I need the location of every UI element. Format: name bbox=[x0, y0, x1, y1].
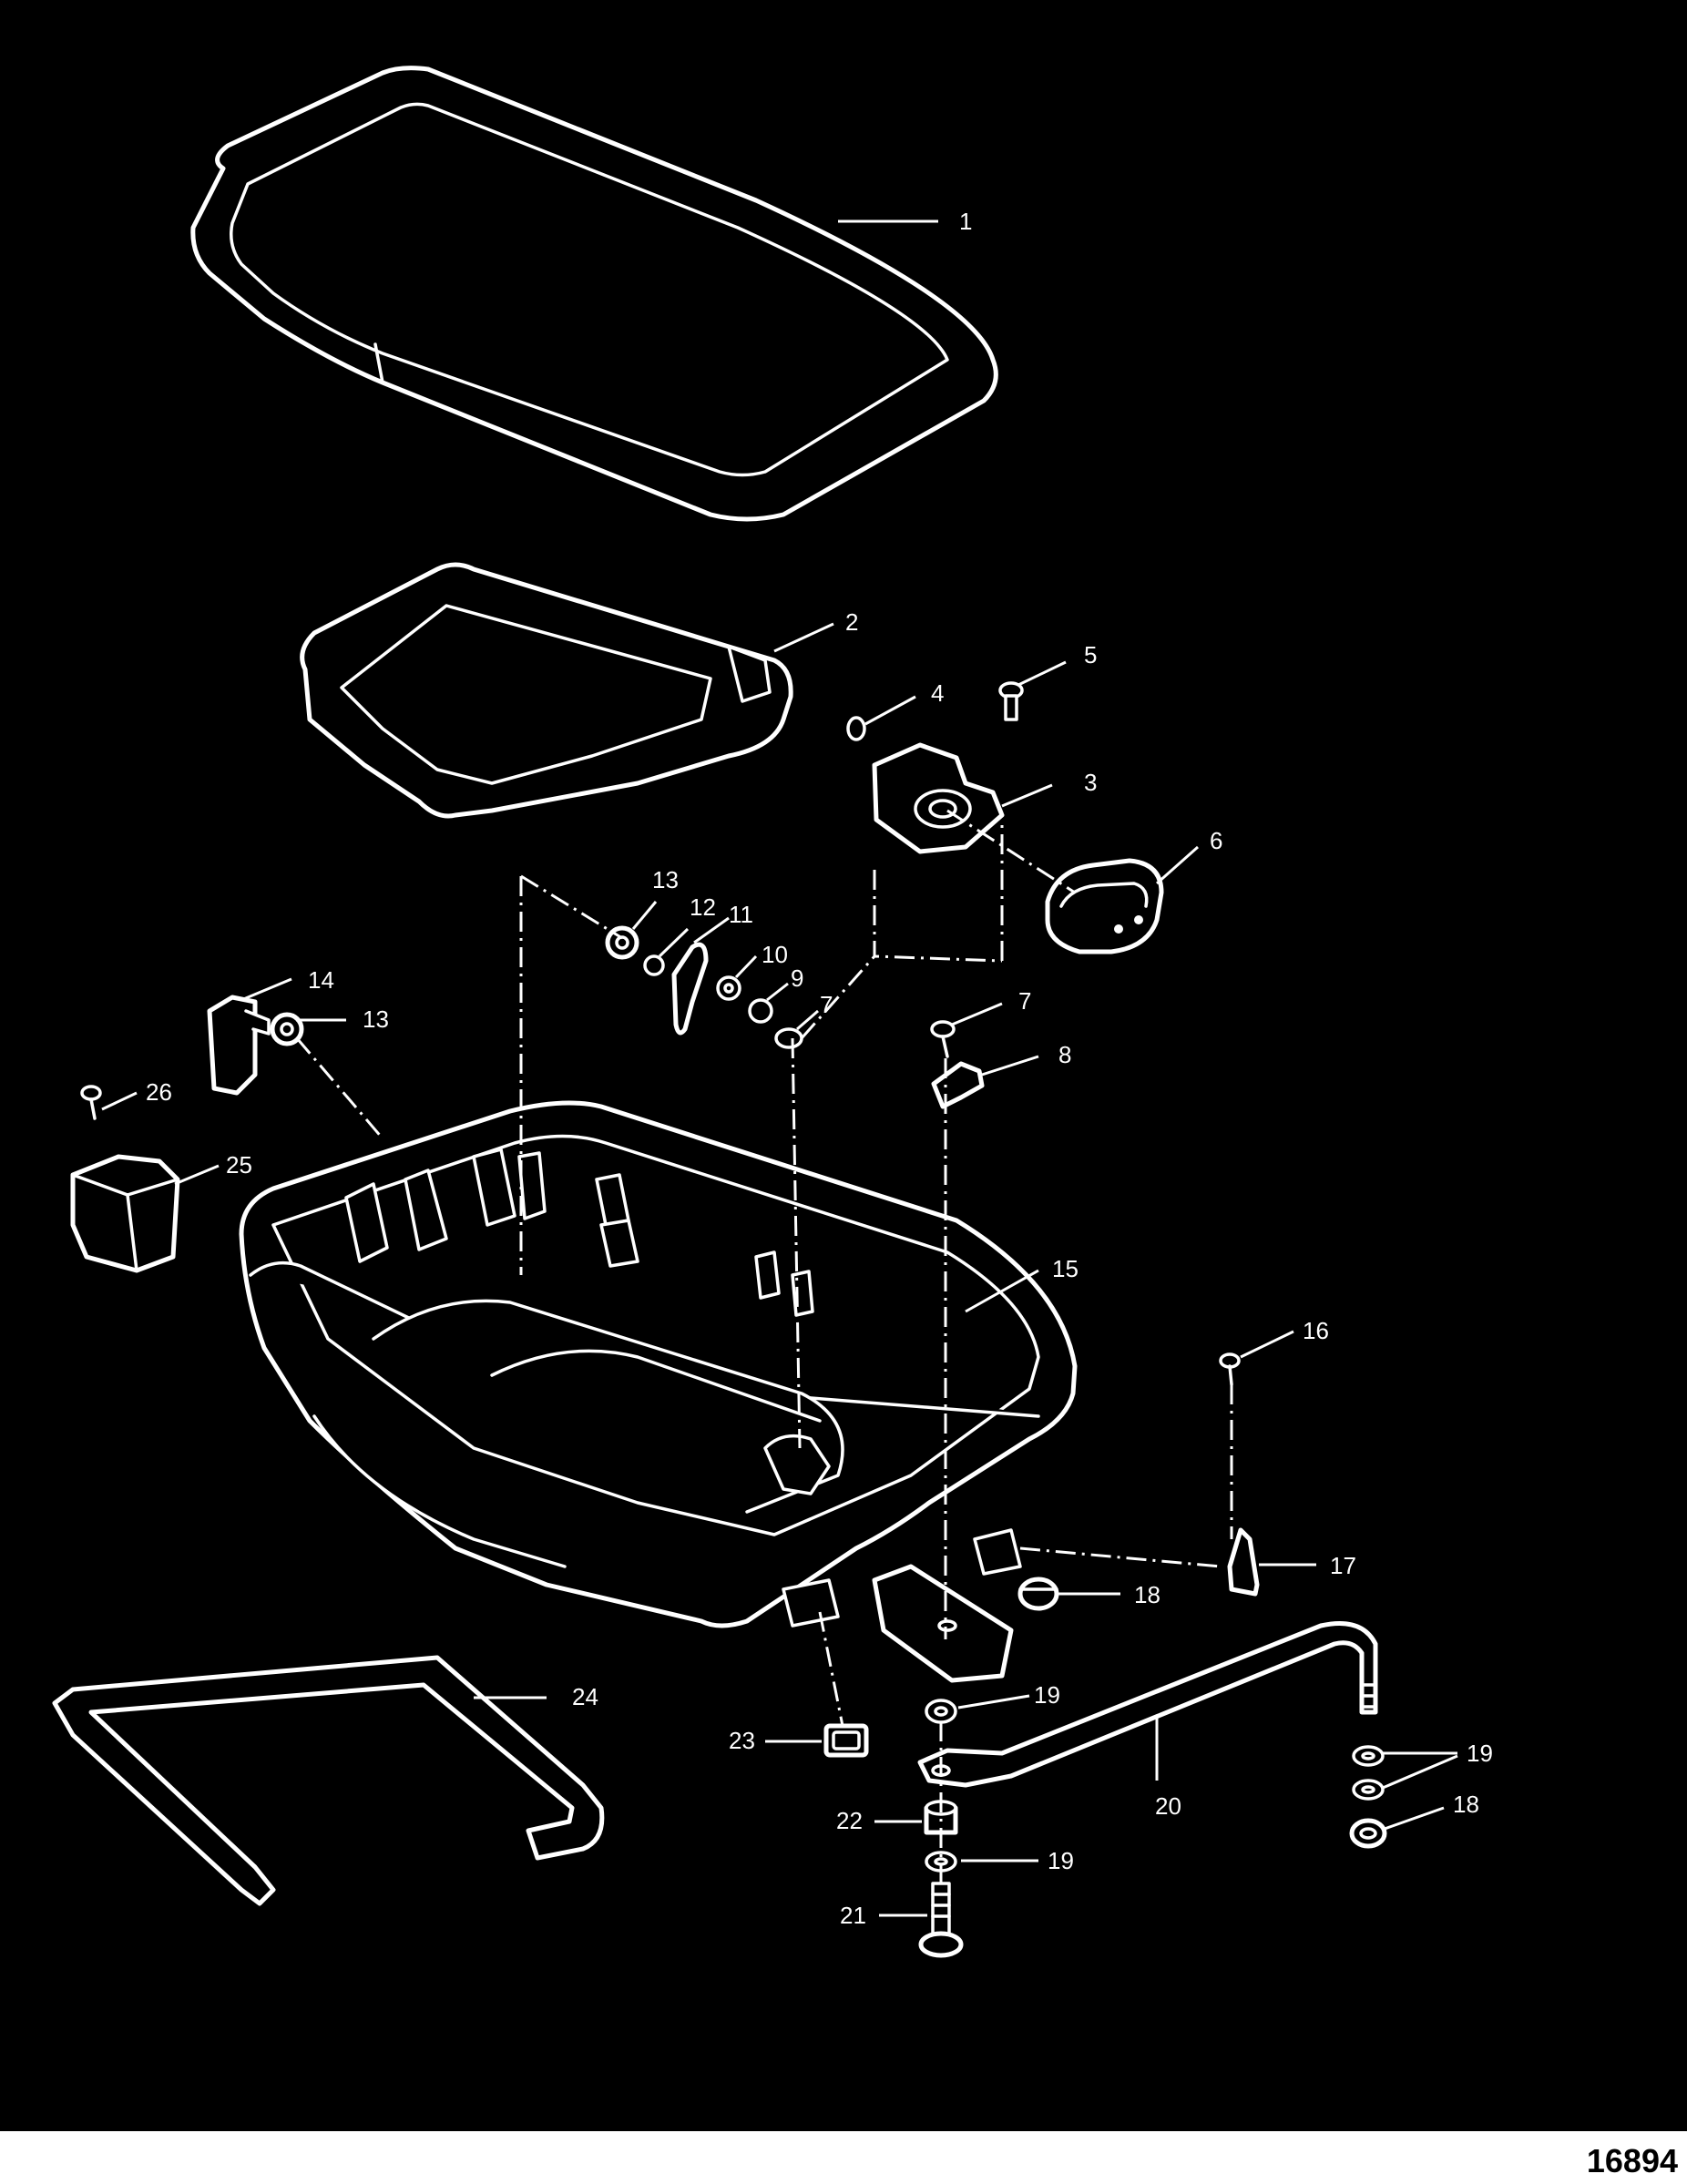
part-19-washer-b bbox=[1352, 1745, 1385, 1767]
part-7-screw-a bbox=[774, 1027, 803, 1049]
part-14-handle bbox=[207, 995, 271, 1096]
callout-22: 22 bbox=[836, 1807, 863, 1834]
callout-13-upper: 13 bbox=[652, 866, 679, 893]
part-17-bracket bbox=[1227, 1527, 1260, 1597]
callout-20: 20 bbox=[1155, 1792, 1181, 1820]
callout-23: 23 bbox=[729, 1727, 755, 1754]
part-2-bottom-seal bbox=[300, 562, 793, 819]
part-19-washer-c bbox=[1352, 1779, 1385, 1801]
callout-8: 8 bbox=[1058, 1041, 1071, 1068]
callout-1: 1 bbox=[959, 208, 972, 235]
callout-6: 6 bbox=[1210, 827, 1222, 854]
part-21-bolt bbox=[918, 1882, 964, 1958]
callout-5: 5 bbox=[1084, 641, 1097, 668]
part-24-tube bbox=[52, 1655, 605, 1906]
figure-footer: 16894 bbox=[0, 2131, 1687, 2184]
callout-18-upper: 18 bbox=[1134, 1581, 1160, 1608]
part-6-grommet bbox=[1045, 858, 1164, 954]
part-25-cover bbox=[70, 1154, 180, 1273]
callout-24: 24 bbox=[572, 1683, 598, 1710]
part-20-link-rod bbox=[917, 1621, 1378, 1788]
leader-lines bbox=[101, 219, 1458, 1917]
callout-21: 21 bbox=[840, 1902, 866, 1929]
alignment-lines bbox=[295, 809, 1233, 1883]
callout-4: 4 bbox=[931, 679, 944, 707]
callout-9: 9 bbox=[791, 964, 803, 992]
part-12-washer bbox=[643, 954, 665, 976]
part-18-nut-a bbox=[1017, 1577, 1059, 1611]
part-13-nut-a bbox=[605, 925, 639, 960]
footer-band bbox=[0, 2131, 1687, 2184]
part-5-screw bbox=[998, 681, 1024, 721]
part-4-pin bbox=[846, 716, 866, 741]
part-18-nut-b bbox=[1349, 1818, 1387, 1849]
part-19-washer-a bbox=[925, 1699, 957, 1724]
callout-19-right: 19 bbox=[1467, 1740, 1493, 1767]
part-1-top-seal bbox=[190, 66, 998, 522]
callout-13-lower: 13 bbox=[363, 1005, 389, 1033]
part-26-screw bbox=[80, 1085, 102, 1120]
callout-2: 2 bbox=[845, 608, 858, 636]
part-3-bracket-plate bbox=[872, 742, 1005, 854]
callout-18-right: 18 bbox=[1453, 1791, 1479, 1818]
part-13-nut-b bbox=[270, 1012, 304, 1046]
callout-3: 3 bbox=[1084, 769, 1097, 796]
callout-17: 17 bbox=[1330, 1552, 1356, 1579]
callout-11: 11 bbox=[729, 901, 753, 928]
callout-19-lower: 19 bbox=[1048, 1847, 1074, 1874]
figure-number: 16894 bbox=[1587, 2142, 1678, 2179]
callout-14: 14 bbox=[308, 966, 334, 994]
callout-25: 25 bbox=[226, 1151, 252, 1179]
callout-16: 16 bbox=[1303, 1317, 1329, 1344]
callout-7-left: 7 bbox=[820, 991, 833, 1018]
callout-12: 12 bbox=[690, 893, 716, 921]
callout-19-upper: 19 bbox=[1034, 1681, 1060, 1709]
part-23-plug bbox=[823, 1723, 869, 1758]
part-8-clip bbox=[931, 1061, 985, 1109]
callout-26: 26 bbox=[146, 1078, 172, 1106]
part-16-screw bbox=[1219, 1352, 1241, 1386]
part-7-screw-b bbox=[930, 1020, 956, 1058]
callout-7-right: 7 bbox=[1018, 987, 1031, 1015]
callout-labels: 1 2 3 4 5 6 13 12 11 10 9 7 7 8 14 13 26… bbox=[146, 208, 1493, 1929]
part-10-washer bbox=[716, 975, 741, 1001]
part-9-nut bbox=[748, 998, 773, 1024]
callout-15: 15 bbox=[1052, 1255, 1079, 1282]
part-11-latch-hook bbox=[671, 942, 709, 1036]
part-15-cowl-base bbox=[239, 1100, 1078, 1683]
callout-10: 10 bbox=[762, 941, 788, 968]
